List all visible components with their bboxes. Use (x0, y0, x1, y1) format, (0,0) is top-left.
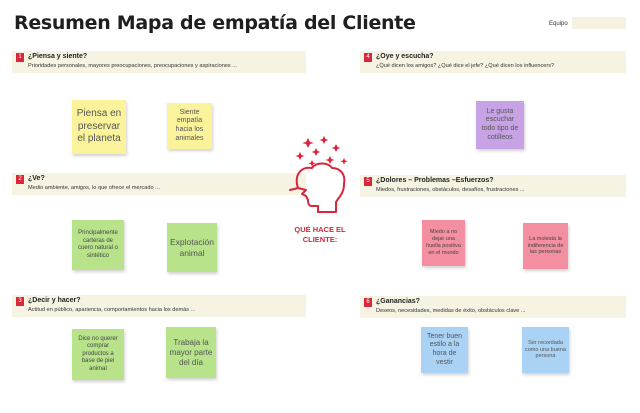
section-6-header: 6 ¿Ganancias? Deseos, necesidades, medid… (360, 296, 626, 318)
section-number: 4 (364, 53, 372, 62)
section-4-header: 4 ¿Oye y escucha? ¿Qué dicen los amigos?… (360, 51, 626, 73)
section-number: 3 (16, 297, 24, 306)
sticky-note[interactable]: La molesta la indiferencia de las person… (523, 223, 568, 269)
page-title: Resumen Mapa de empatía del Cliente (14, 12, 416, 34)
sticky-note[interactable]: Ser recordada como una buena persona (522, 327, 569, 373)
section-5-header: 5 ¿Dolores – Problemas –Esfuerzos? Miedo… (360, 175, 626, 197)
section-subtitle: Medio ambiente, amigos, lo que ofrece el… (28, 185, 160, 191)
section-3-header: 3 ¿Decir y hacer? Actitud en público, ap… (12, 295, 306, 317)
section-title: ¿Dolores – Problemas –Esfuerzos? (376, 177, 494, 184)
section-title: ¿Piensa y siente? (28, 53, 88, 60)
section-title: ¿Ve? (28, 175, 45, 182)
sticky-note[interactable]: Tener buen estilo a la hora de vestir (421, 327, 468, 373)
sticky-note[interactable]: Miedo a no dejar una huella positiva en … (422, 220, 465, 266)
section-subtitle: Actitud en público, apariencia, comporta… (28, 307, 196, 313)
section-number: 5 (364, 177, 372, 186)
head-with-sparkles-icon (289, 136, 348, 213)
section-subtitle: Miedos, frustraciones, obstáculos, desaf… (376, 187, 525, 193)
section-title: ¿Ganancias? (376, 298, 420, 305)
section-2-header: 2 ¿Ve? Medio ambiente, amigos, lo que of… (12, 173, 306, 195)
section-number: 6 (364, 298, 372, 307)
section-subtitle: ¿Qué dicen los amigos? ¿Qué dice el jefe… (376, 63, 555, 69)
section-subtitle: Prioridades personales, mayores preocupa… (28, 63, 237, 69)
sticky-note[interactable]: Le gusta escuchar todo tipo de cotilleos (476, 101, 524, 149)
sticky-note[interactable]: Explotación animal (167, 223, 217, 272)
sticky-note[interactable]: Principalmente carteras de cuero natural… (72, 220, 124, 270)
team-label: Equipo (549, 21, 568, 27)
section-number: 2 (16, 175, 24, 184)
center-label: QUÉ HACE EL CLIENTE: (294, 225, 346, 245)
section-1-header: 1 ¿Piensa y siente? Prioridades personal… (12, 51, 306, 73)
section-subtitle: Deseos, necesidades, medidas de éxito, o… (376, 308, 526, 314)
section-title: ¿Oye y escucha? (376, 53, 434, 60)
sticky-note[interactable]: Trabaja la mayor parte del día (166, 327, 216, 378)
sticky-note[interactable]: Piensa en preservar el planeta (72, 100, 126, 154)
sticky-note[interactable]: Siente empatía hacia los animales (167, 103, 212, 149)
team-input[interactable] (572, 17, 626, 29)
section-title: ¿Decir y hacer? (28, 297, 81, 304)
sticky-note[interactable]: Dice no querer comprar productos a base … (72, 329, 124, 380)
section-number: 1 (16, 53, 24, 62)
